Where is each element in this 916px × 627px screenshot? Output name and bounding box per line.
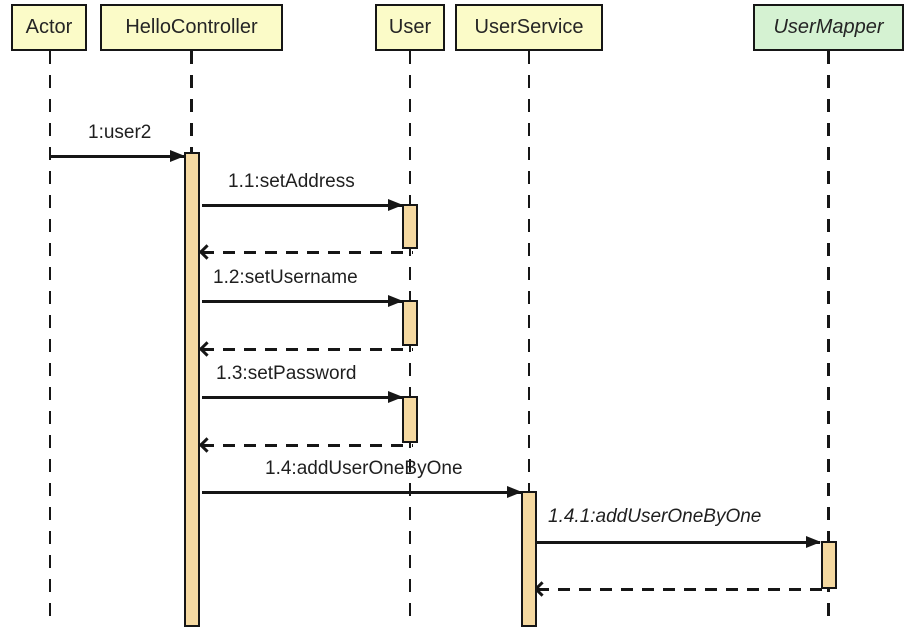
message-label-user2: 1:user2 (88, 122, 152, 143)
return-arrow-adduseronebyone-2 (537, 587, 823, 591)
lifeline-userservice (527, 51, 531, 627)
participant-label-userservice: UserService (474, 16, 584, 38)
participant-box-actor: Actor (11, 4, 87, 51)
participant-label-hellocontroller: HelloController (125, 16, 258, 38)
activation-user-3 (402, 396, 418, 443)
participant-label-actor: Actor (25, 16, 73, 38)
activation-user-2 (402, 300, 418, 346)
lifeline-usermapper (827, 51, 830, 627)
return-arrow-setaddress (201, 250, 413, 254)
message-arrow-setpassword (201, 395, 402, 399)
message-arrow-adduseronebyone-2 (537, 540, 820, 544)
lifeline-actor (48, 51, 52, 627)
participant-box-usermapper: UserMapper (753, 4, 904, 51)
message-label-adduseronebyone-2: 1.4.1:addUserOneByOne (548, 506, 762, 527)
activation-user-1 (402, 204, 418, 249)
message-label-setpassword: 1.3:setPassword (216, 363, 357, 384)
message-arrow-setusername (201, 299, 402, 303)
message-label-adduseronebyone: 1.4:addUserOneByOne (265, 458, 463, 479)
activation-usermapper (820, 541, 837, 589)
message-arrow-setaddress (201, 203, 402, 207)
return-arrow-setusername (201, 347, 413, 351)
message-label-setusername: 1.2:setUsername (213, 267, 358, 288)
activation-hellocontroller (183, 152, 200, 627)
participant-box-user: User (375, 4, 445, 51)
message-arrow-adduseronebyone (201, 490, 521, 494)
participant-label-usermapper: UserMapper (773, 16, 884, 38)
participant-box-hellocontroller: HelloController (100, 4, 283, 51)
message-label-setaddress: 1.1:setAddress (228, 171, 355, 192)
participant-label-user: User (388, 16, 432, 38)
message-arrow-user2 (50, 154, 184, 158)
participant-box-userservice: UserService (455, 4, 603, 51)
return-arrow-setpassword (201, 443, 413, 447)
activation-userservice (521, 491, 537, 627)
